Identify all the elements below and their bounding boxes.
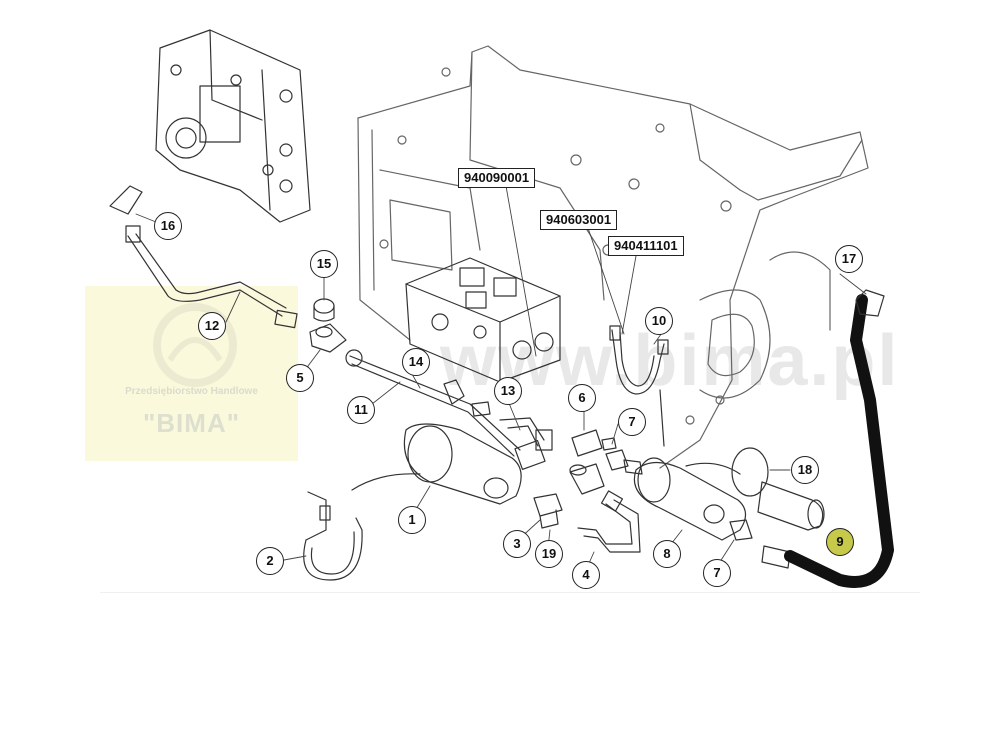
callout-7[interactable]: 7 [703, 559, 731, 587]
clamp-10 [609, 325, 669, 395]
fittings-3-4-6-19 [533, 429, 641, 553]
hydraulic-pump-inset [155, 29, 311, 223]
callout-7[interactable]: 7 [618, 408, 646, 436]
callout-3[interactable]: 3 [503, 530, 531, 558]
callout-17[interactable]: 17 [835, 245, 863, 273]
pipe-12 [109, 185, 298, 329]
accumulator-1 [351, 423, 522, 505]
callout-2[interactable]: 2 [256, 547, 284, 575]
callout-11[interactable]: 11 [347, 396, 375, 424]
part-number-box[interactable]: 940411101 [608, 236, 684, 256]
callout-18[interactable]: 18 [791, 456, 819, 484]
bracket-clamp-2 [303, 491, 363, 581]
part-number-box[interactable]: 940603001 [540, 210, 618, 230]
callout-5[interactable]: 5 [286, 364, 314, 392]
filter-8 [605, 389, 753, 541]
pipe-11-13-14 [345, 349, 553, 471]
callout-4[interactable]: 4 [572, 561, 600, 589]
callout-16[interactable]: 16 [154, 212, 182, 240]
callout-10[interactable]: 10 [645, 307, 673, 335]
callout-19[interactable]: 19 [535, 540, 563, 568]
callout-6[interactable]: 6 [568, 384, 596, 412]
transmission-housing [357, 45, 869, 469]
part-number-box[interactable]: 940090001 [458, 168, 536, 188]
callout-1[interactable]: 1 [398, 506, 426, 534]
callout-13[interactable]: 13 [494, 377, 522, 405]
seal-and-filter-element-18 [731, 447, 825, 531]
callout-14[interactable]: 14 [402, 348, 430, 376]
watermark-company-name: "BIMA" [142, 408, 241, 438]
watermark-company-line: Przedsiębiorstwo Handlowe [125, 386, 258, 397]
watermark-logo-icon [153, 303, 237, 387]
callout-15[interactable]: 15 [310, 250, 338, 278]
baseline-divider [100, 592, 920, 593]
callout-8[interactable]: 8 [653, 540, 681, 568]
control-valve-block [405, 257, 561, 383]
hose-9 [761, 289, 894, 588]
callout-9[interactable]: 9 [826, 528, 854, 556]
watermark-logo-box [85, 286, 298, 461]
callout-12[interactable]: 12 [198, 312, 226, 340]
fitting-5-15 [309, 298, 347, 353]
